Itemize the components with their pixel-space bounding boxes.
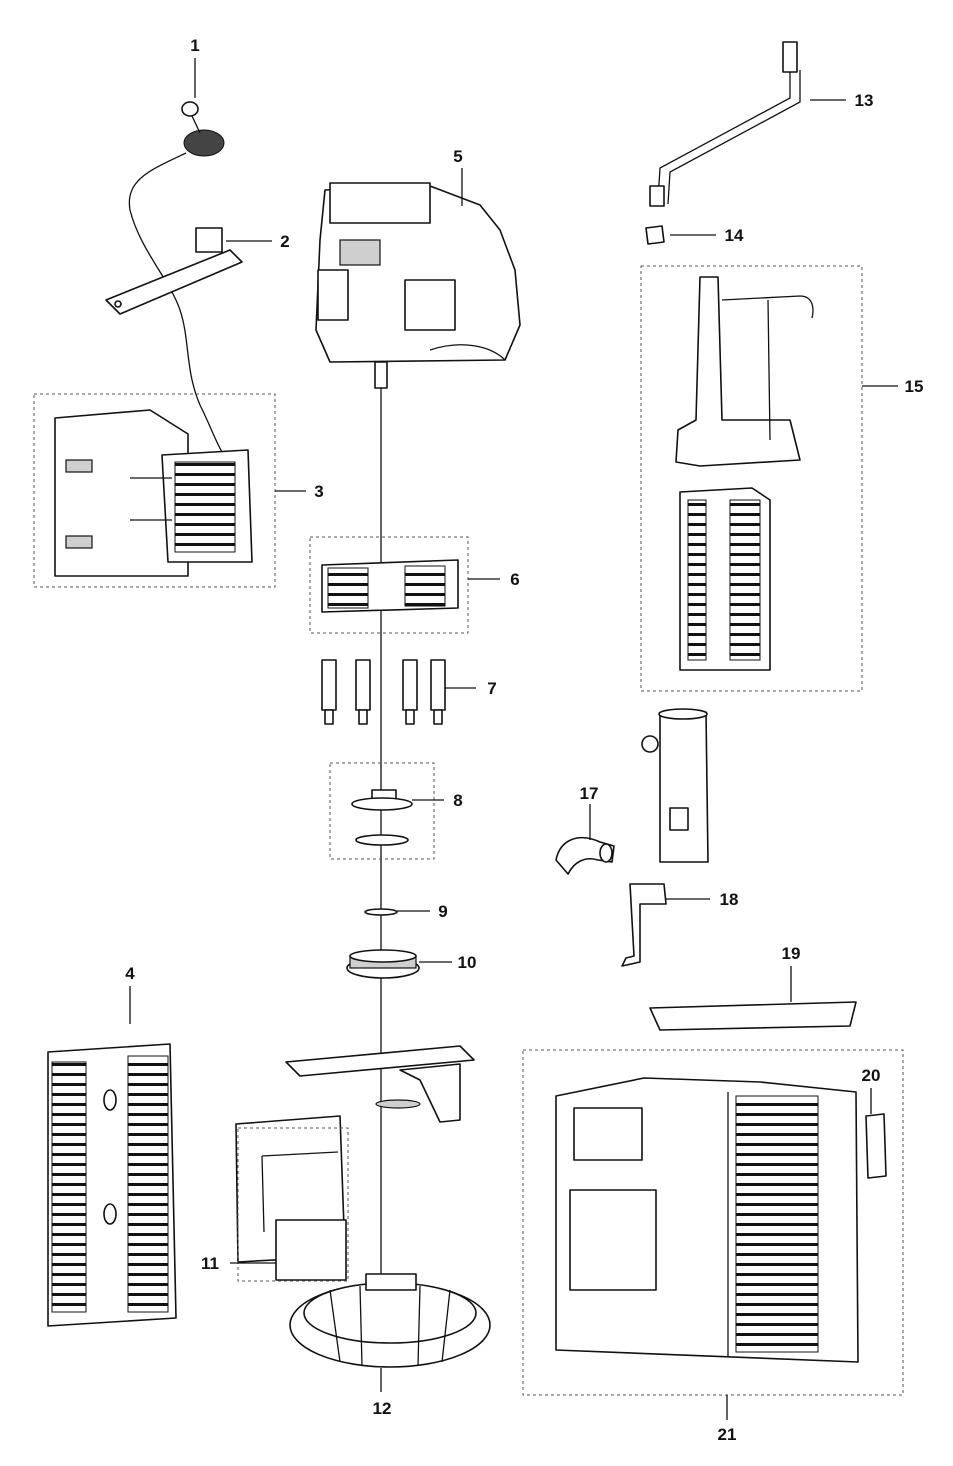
label-3: 3: [314, 482, 323, 501]
label-7: 7: [487, 679, 496, 698]
side-panel-icon: [47, 1043, 177, 1327]
label-1: 1: [190, 36, 199, 55]
rear-panel-icon: [555, 1077, 859, 1363]
elbow-pipe-icon: [555, 836, 615, 875]
handle-rod-icon: [649, 41, 801, 207]
bracket-icon: [105, 227, 243, 315]
label-19: 19: [782, 944, 801, 963]
label-12: 12: [373, 1399, 392, 1418]
label-13: 13: [855, 91, 874, 110]
label-10: 10: [458, 953, 477, 972]
muffler-bracket-icon: [621, 883, 667, 967]
fan-housing-icon: [289, 1273, 491, 1368]
shield-assembly-icon: [675, 276, 814, 671]
label-9: 9: [438, 902, 447, 921]
dashed-group-6: [309, 536, 469, 634]
frame-icon: [235, 1045, 475, 1281]
label-15: 15: [905, 377, 924, 396]
clip-icon: [645, 225, 665, 245]
muffler-icon: [641, 708, 709, 863]
dashed-group-15: [640, 265, 863, 692]
washer-icon: [364, 908, 398, 916]
label-4: 4: [125, 964, 135, 983]
label-17: 17: [580, 784, 599, 803]
leader-lines: [129, 58, 898, 1420]
label-2: 2: [280, 232, 289, 251]
pulley-icon: [351, 789, 413, 846]
label-21: 21: [718, 1425, 737, 1444]
label-6: 6: [510, 570, 519, 589]
ignition-key-icon: [128, 101, 225, 453]
label-8: 8: [453, 791, 462, 810]
battery-box-icon: [54, 409, 253, 577]
heat-shield-icon: [321, 559, 459, 613]
engine-icon: [315, 182, 521, 389]
label-11: 11: [201, 1254, 219, 1273]
handle-icon: [865, 1113, 887, 1179]
label-20: 20: [862, 1066, 881, 1085]
label-5: 5: [453, 147, 462, 166]
spacer-icon: [321, 659, 446, 725]
label-18: 18: [720, 890, 739, 909]
drive-pulley-icon: [346, 949, 420, 979]
dashed-group-8: [329, 762, 435, 860]
dashed-group-11: [237, 1127, 349, 1282]
label-14: 14: [725, 226, 744, 245]
base-plate-icon: [649, 1001, 857, 1031]
dashed-group-21: [522, 1049, 904, 1396]
